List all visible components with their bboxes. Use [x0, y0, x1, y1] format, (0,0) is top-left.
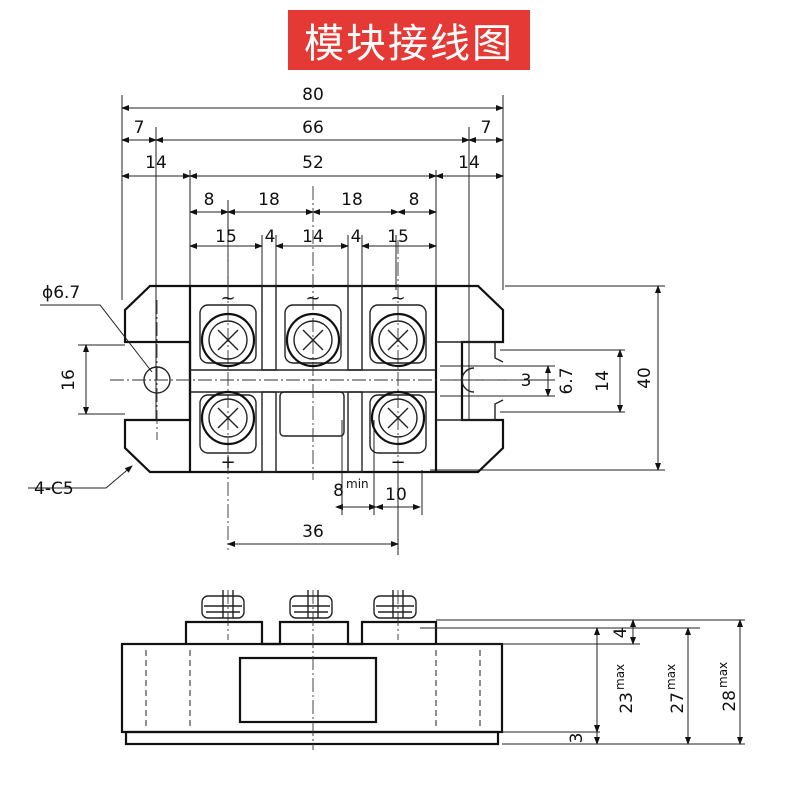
- dim-min-8: 8: [333, 481, 344, 501]
- side-dim-4: 4: [611, 628, 631, 639]
- side-max-27: max: [664, 664, 678, 690]
- dim-seg-18-left: 18: [258, 190, 280, 210]
- terminal-negative: [369, 390, 427, 454]
- dim-hole-diameter: ϕ6.7: [42, 283, 80, 303]
- dim-14: 14: [593, 370, 613, 392]
- side-dim-27-group: 27 max: [664, 664, 688, 714]
- module-side-view: [120, 590, 745, 750]
- dim-edge-right: 7: [481, 118, 492, 138]
- dim-min-label: min: [346, 477, 369, 491]
- diagram-title: 模块接线图: [288, 10, 530, 70]
- dim-overall-width: 80: [302, 85, 324, 105]
- side-max-23: max: [613, 664, 627, 690]
- dim-chamfer: 4-C5: [34, 479, 74, 499]
- dim-bolt-pitch: 66: [302, 118, 324, 138]
- dim-end-right: 14: [458, 153, 480, 173]
- minus-symbol: −: [390, 452, 405, 473]
- side-dim-23: 23: [617, 692, 637, 714]
- dim-center-span: 52: [302, 153, 324, 173]
- leader-lines: [28, 304, 153, 489]
- dim-10: 10: [385, 485, 407, 505]
- ac-symbol-left: ~: [220, 288, 235, 309]
- side-dim-28-group: 28 max: [716, 662, 740, 712]
- terminal-ac-middle: [284, 304, 342, 368]
- dim-seg-8-right: 8: [409, 190, 420, 210]
- side-dim-28: 28: [720, 690, 740, 712]
- dim-slot-height: 16: [59, 369, 79, 391]
- side-dim-23-group: 23 max: [613, 664, 637, 714]
- side-max-28: max: [716, 662, 730, 688]
- dim-3: 3: [521, 371, 532, 391]
- dim-36: 36: [302, 522, 324, 542]
- dim-seg-8-left: 8: [204, 190, 215, 210]
- dim-end-left: 14: [145, 153, 167, 173]
- terminal-ac-right: [369, 304, 427, 368]
- dim-height-40: 40: [635, 367, 655, 389]
- side-screw-middle: [289, 590, 333, 619]
- side-dim-27: 27: [668, 692, 688, 714]
- dim-gap-4-left: 4: [265, 227, 276, 247]
- ac-symbol-middle: ~: [305, 288, 320, 309]
- side-dim-3: 3: [567, 733, 587, 744]
- side-screw-right: [373, 590, 417, 619]
- ac-symbol-right: ~: [390, 288, 405, 309]
- plus-symbol: +: [220, 452, 235, 473]
- side-screw-left: [201, 590, 245, 619]
- dim-term-15-left: 15: [215, 227, 237, 247]
- dim-term-15-right: 15: [387, 227, 409, 247]
- dim-6-7: 6.7: [557, 367, 577, 394]
- dim-seg-18-right: 18: [341, 190, 363, 210]
- dim-gap-4-right: 4: [351, 227, 362, 247]
- dim-term-14-mid: 14: [302, 227, 324, 247]
- dim-edge-left: 7: [134, 118, 145, 138]
- terminal-positive: [199, 390, 257, 454]
- terminal-ac-left: [199, 304, 257, 368]
- dimension-lines: [83, 105, 661, 547]
